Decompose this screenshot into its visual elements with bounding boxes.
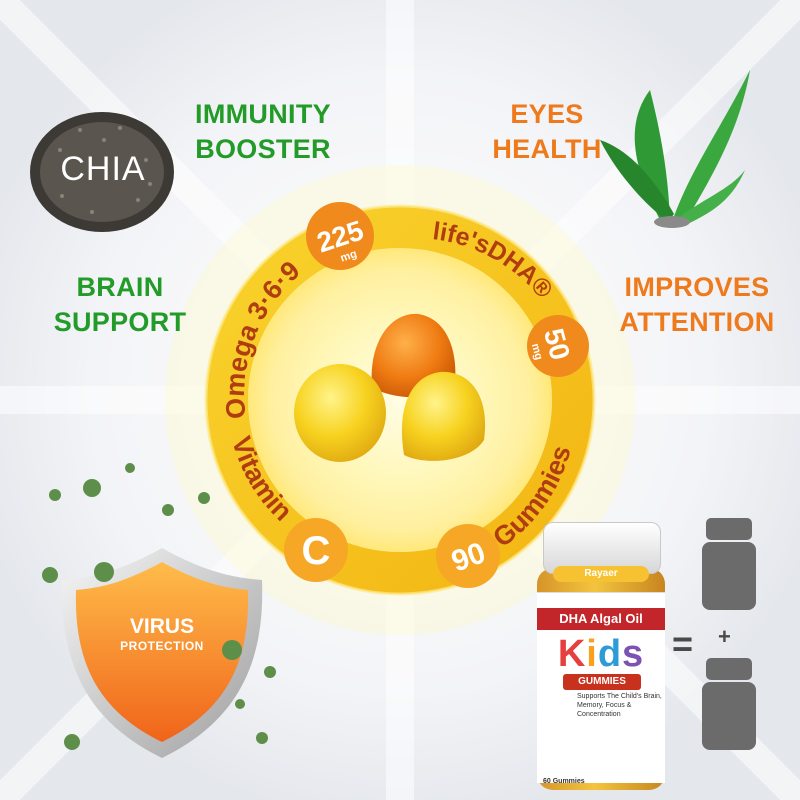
seaweed-image bbox=[600, 70, 750, 228]
badge-225 bbox=[306, 202, 374, 270]
virus-protection-label: VIRUS PROTECTION bbox=[92, 615, 232, 653]
badge-225-unit: mg bbox=[339, 248, 358, 265]
bottle-cap bbox=[543, 522, 661, 574]
feature-immunity-line2: BOOSTER bbox=[195, 134, 331, 164]
kids-letter-1: K bbox=[557, 633, 587, 675]
feature-brain-line1: BRAIN bbox=[76, 272, 164, 302]
bottle-kids-word: Kids bbox=[537, 634, 665, 674]
chia-seeds-image bbox=[30, 112, 174, 232]
virus-particles bbox=[42, 463, 276, 750]
feature-eyes-health: EYES HEALTH bbox=[492, 97, 602, 167]
feature-brain-line2: SUPPORT bbox=[53, 307, 187, 337]
bottle-silhouette-top bbox=[702, 518, 756, 610]
plus-sign: + bbox=[718, 624, 731, 649]
bottle-gummies-tag: GUMMIES bbox=[563, 674, 641, 690]
bottle-count: 60 Gummies bbox=[543, 778, 585, 785]
kids-letter-4: s bbox=[622, 633, 645, 675]
bottle-description: Supports The Child's Brain, Memory, Focu… bbox=[577, 693, 662, 718]
virus-shield-icon bbox=[61, 548, 263, 758]
badge-c bbox=[284, 518, 348, 582]
feature-eyes-line1: EYES bbox=[510, 99, 584, 129]
feature-attention-line2: ATTENTION bbox=[619, 307, 775, 337]
equals-sign: = bbox=[672, 623, 694, 664]
virus-label-line2: PROTECTION bbox=[120, 639, 204, 653]
bottle-product-name: DHA Algal Oil bbox=[537, 608, 665, 630]
badge-c-letter: C bbox=[302, 529, 331, 573]
badge-90 bbox=[436, 524, 500, 588]
product-bottle: Rayaer DHA Algal Oil Kids GUMMIES Suppor… bbox=[537, 522, 665, 790]
feature-improves-attention: IMPROVES ATTENTION bbox=[614, 270, 780, 340]
kids-letter-2: i bbox=[586, 633, 598, 675]
feature-immunity-line1: IMMUNITY bbox=[195, 99, 331, 129]
feature-brain-support: BRAIN SUPPORT bbox=[50, 270, 190, 340]
feature-attention-line1: IMPROVES bbox=[624, 272, 770, 302]
gummy-yellow-right bbox=[401, 371, 486, 461]
bottle-silhouette-bottom bbox=[702, 658, 756, 750]
feature-immunity-booster: IMMUNITY BOOSTER bbox=[188, 97, 338, 167]
feature-eyes-line2: HEALTH bbox=[492, 134, 602, 164]
badge-50 bbox=[527, 315, 589, 377]
kids-letter-3: d bbox=[597, 633, 623, 675]
virus-label-line1: VIRUS bbox=[129, 615, 195, 638]
gummy-yellow-left bbox=[294, 364, 386, 462]
chia-label: CHIA bbox=[60, 150, 146, 188]
badge-50-unit: mg bbox=[529, 342, 545, 361]
bottle-brand: Rayaer bbox=[553, 566, 649, 582]
